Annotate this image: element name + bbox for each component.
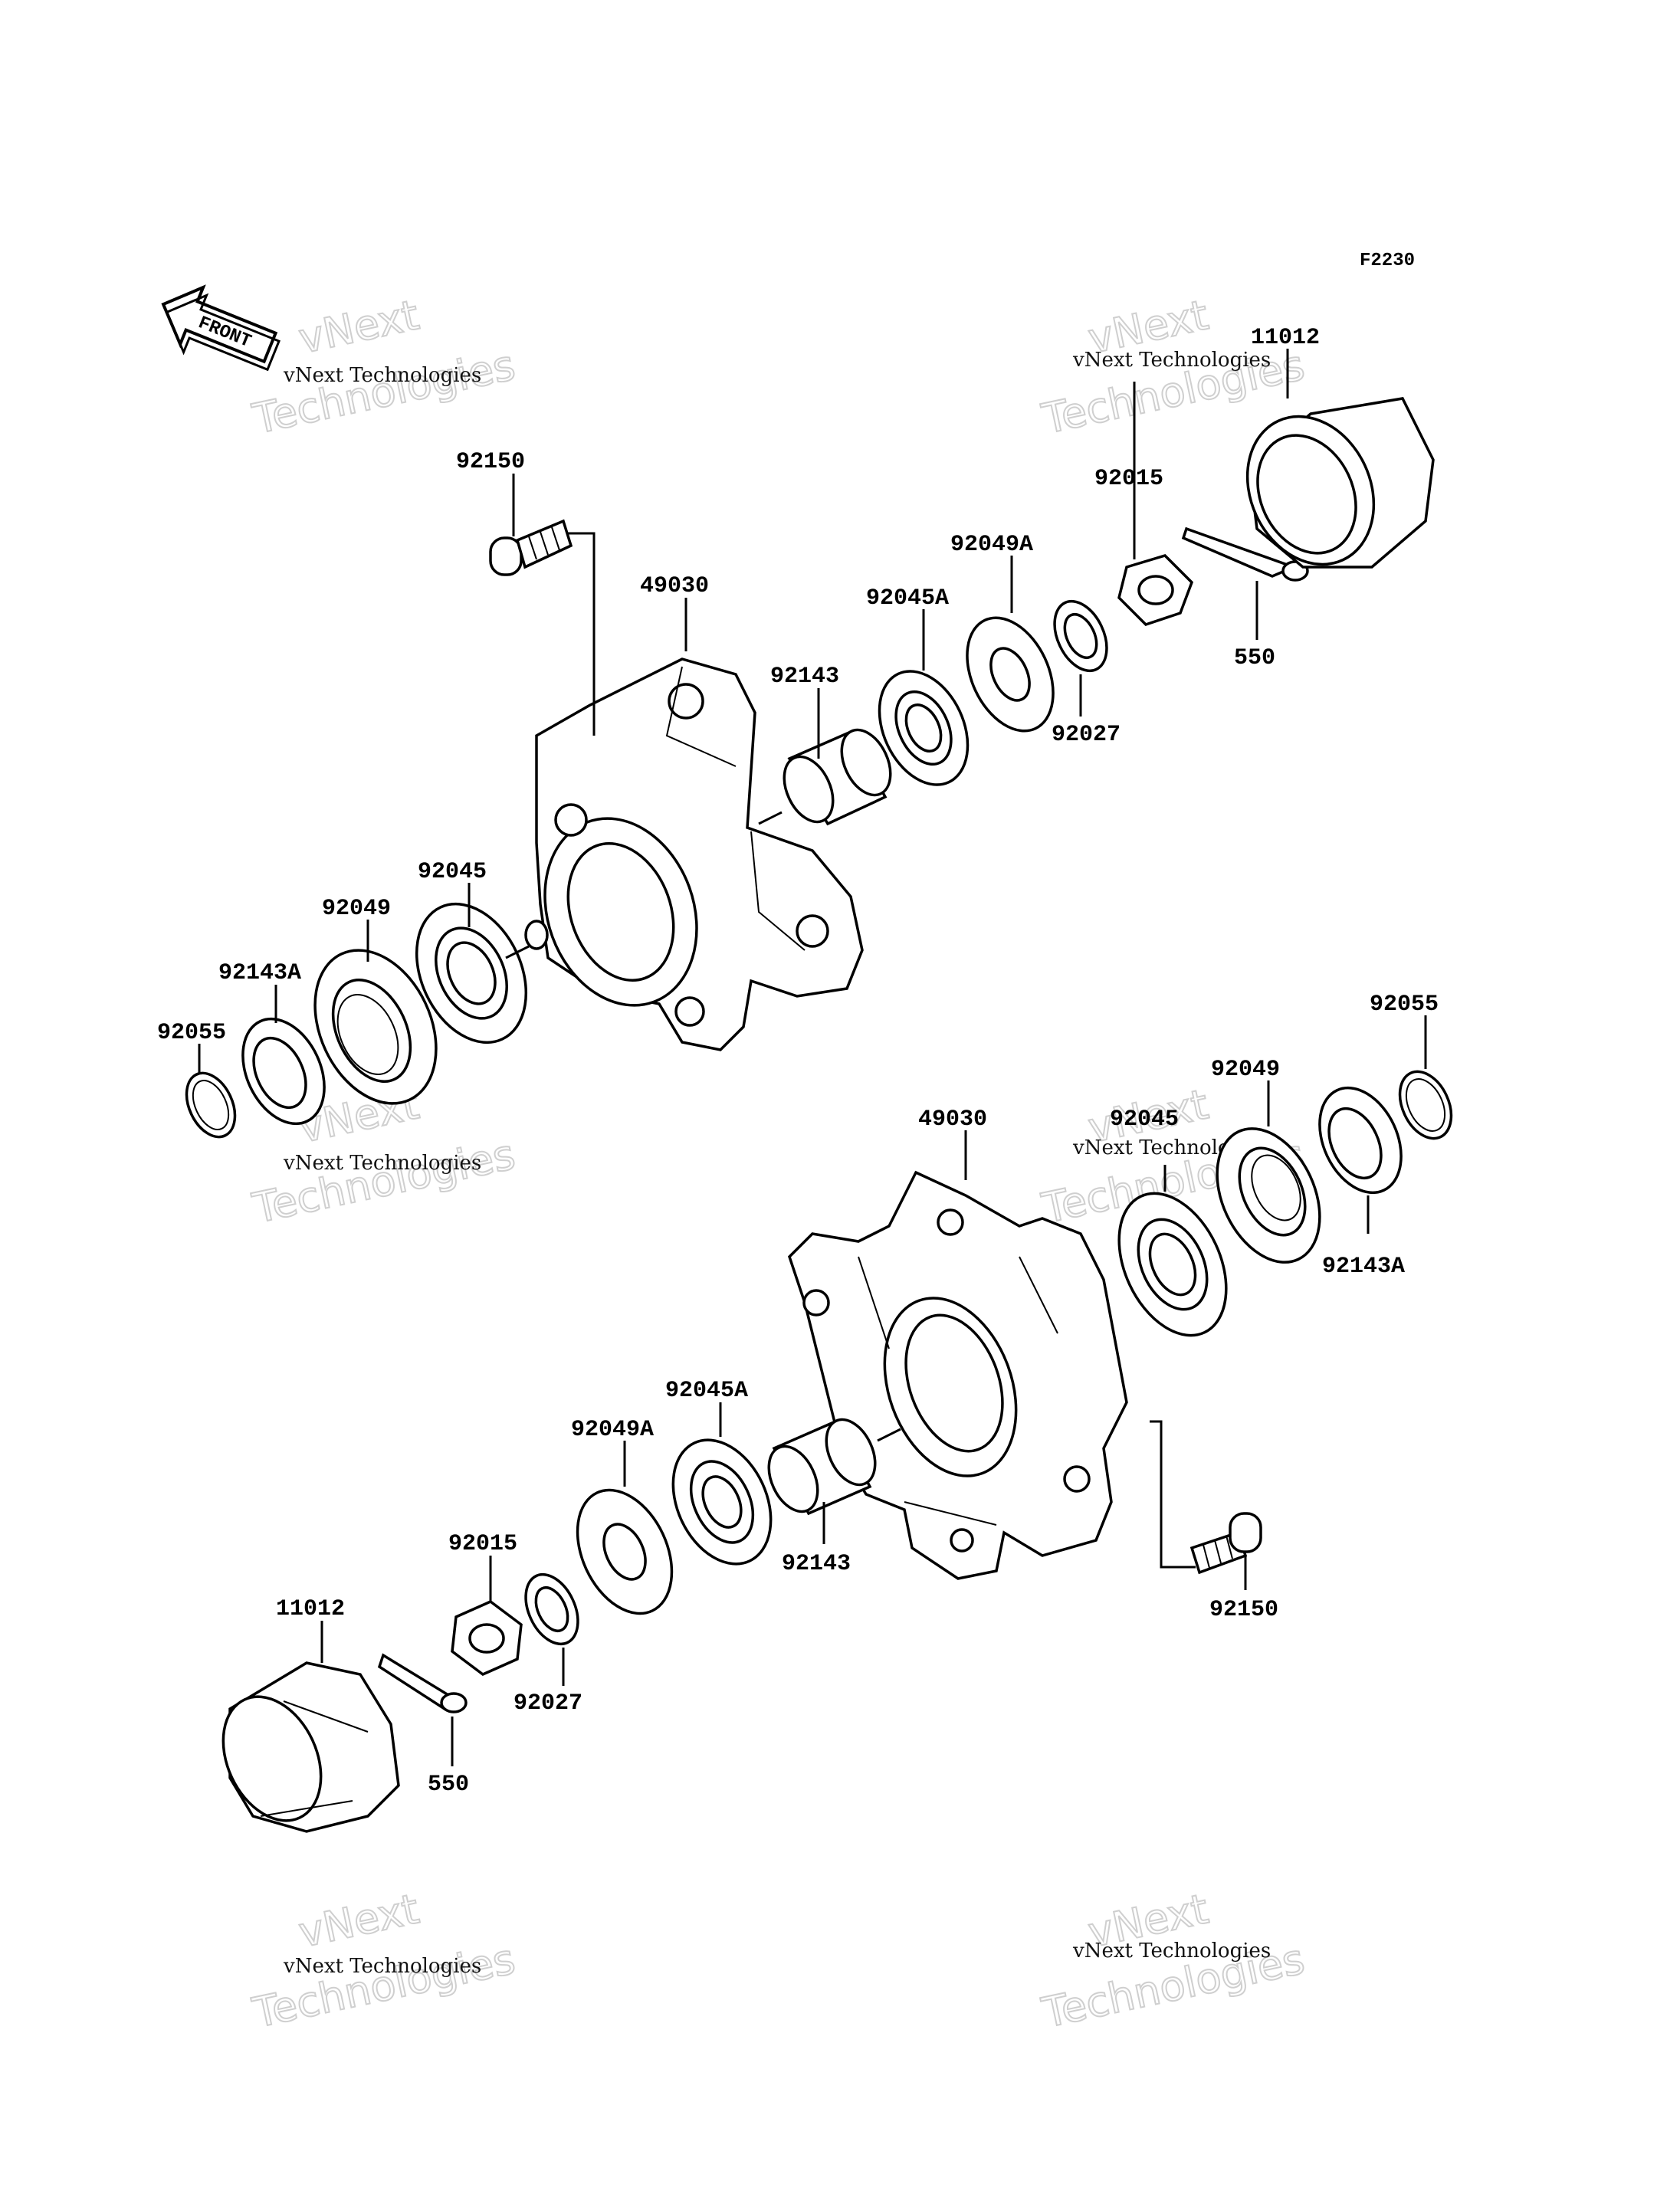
label-92027-lower: 92027 xyxy=(514,1690,582,1717)
label-49030-lower: 49030 xyxy=(918,1107,987,1133)
label-92015-lower: 92015 xyxy=(448,1531,517,1557)
o-ring-92055-upper xyxy=(185,1071,237,1139)
bearing-92045A-upper xyxy=(878,670,970,786)
watermark-top-left: vNext Technologies xyxy=(248,290,520,444)
diagram-id: F2230 xyxy=(1360,251,1415,271)
label-550-upper: 550 xyxy=(1234,645,1275,671)
hub-upper xyxy=(524,657,864,1051)
spacer-92143-lower xyxy=(767,1418,877,1516)
label-550-lower: 550 xyxy=(428,1772,469,1798)
label-92045A-upper: 92045A xyxy=(866,585,949,612)
label-49030-upper: 49030 xyxy=(640,573,709,599)
watermark-text: vNext Technologies xyxy=(283,364,481,387)
label-92055-lower: 92055 xyxy=(1370,992,1439,1018)
label-92049-lower: 92049 xyxy=(1211,1057,1280,1083)
lower-leader-lines xyxy=(320,1015,1427,1766)
label-92143-lower: 92143 xyxy=(782,1551,851,1577)
bearing-92045-lower xyxy=(1117,1192,1228,1337)
o-ring-92055-lower xyxy=(1398,1070,1453,1140)
label-92150-lower: 92150 xyxy=(1209,1597,1278,1623)
spacer-92143A-lower xyxy=(1318,1086,1403,1195)
front-arrow-icon: FRONT xyxy=(161,284,281,372)
lower-labels: 92055 92049 49030 92045 92143A 92045A 92… xyxy=(276,992,1439,1798)
label-92015-upper: 92015 xyxy=(1094,466,1163,492)
label-92045-upper: 92045 xyxy=(418,859,487,885)
label-92049A-lower: 92049A xyxy=(571,1417,654,1443)
label-92045A-lower: 92045A xyxy=(665,1378,748,1404)
upper-labels: 11012 92150 92015 92049A 49030 92045A 92… xyxy=(157,325,1320,1046)
watermark-line2: Technologies xyxy=(248,1130,519,1233)
seal-92049A-lower xyxy=(576,1488,674,1615)
label-92027-upper: 92027 xyxy=(1052,722,1121,748)
watermark-text: vNext Technologies xyxy=(1072,1940,1271,1963)
spacer-92143A-upper xyxy=(241,1017,326,1126)
collar-92027-lower xyxy=(524,1572,579,1646)
hub-lower xyxy=(787,1170,1128,1580)
label-92055-upper: 92055 xyxy=(157,1020,226,1046)
label-92049-upper: 92049 xyxy=(322,896,391,922)
stud-bolt-upper xyxy=(489,519,573,576)
watermark-bottom-left: vNext Technologies xyxy=(248,1884,520,2038)
watermark-line2: Technologies xyxy=(248,1935,519,2038)
bearing-92045A-lower xyxy=(671,1438,773,1566)
stud-bolt-lower xyxy=(1189,1512,1262,1575)
label-11012-lower: 11012 xyxy=(276,1596,345,1622)
watermark-text: vNext Technologies xyxy=(283,1152,481,1175)
seal-92049A-upper xyxy=(966,616,1055,733)
collar-92027-upper xyxy=(1053,599,1108,673)
hub-cap-lower xyxy=(221,1661,400,1833)
castle-nut-upper xyxy=(1117,554,1194,627)
cotter-pin-lower xyxy=(377,1653,468,1713)
label-92049A-upper: 92049A xyxy=(950,532,1033,558)
castle-nut-lower xyxy=(451,1599,523,1677)
label-11012-upper: 11012 xyxy=(1251,325,1320,351)
watermark-line2: Technologies xyxy=(248,341,519,444)
watermark-line1: vNext xyxy=(294,290,422,362)
label-92143A-upper: 92143A xyxy=(218,960,301,986)
label-92143-upper: 92143 xyxy=(770,664,839,690)
seal-92049-lower xyxy=(1216,1127,1321,1264)
label-92143A-lower: 92143A xyxy=(1322,1254,1405,1280)
spacer-92143-upper xyxy=(783,728,892,826)
watermark-text: vNext Technologies xyxy=(283,1955,481,1978)
watermark-text: vNext Technologies xyxy=(1072,349,1271,372)
watermark-line1: vNext xyxy=(294,1884,422,1956)
seal-92049-upper xyxy=(313,949,438,1105)
upper-leader-lines xyxy=(198,349,1289,1073)
hub-cap-upper xyxy=(1245,397,1435,569)
label-92045-lower: 92045 xyxy=(1110,1107,1179,1133)
label-92150-upper: 92150 xyxy=(456,449,525,475)
